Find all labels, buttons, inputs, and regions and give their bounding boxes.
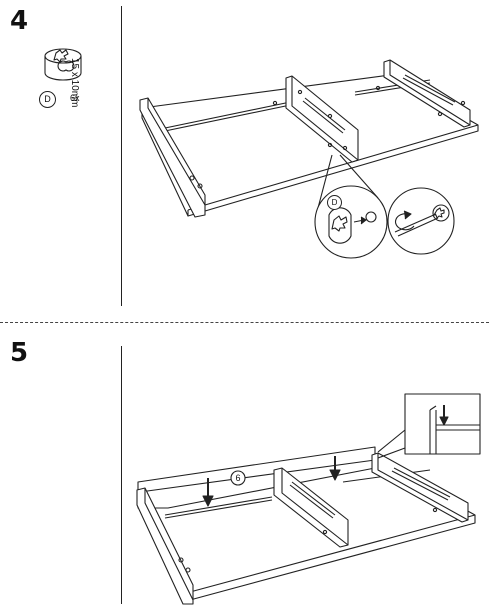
part-letter-badge: D <box>39 91 56 108</box>
cam-turn-detail <box>387 187 455 255</box>
part-quantity: 6x <box>70 93 80 103</box>
step-4-number: 4 <box>10 6 29 36</box>
step-4-base-panel <box>139 59 479 218</box>
cam-insert-detail <box>314 185 388 259</box>
step-5-back-panel <box>137 446 376 509</box>
step-divider-dashed <box>0 322 489 323</box>
step-5-inset-detail <box>377 393 481 459</box>
detail-callout-letter: D <box>327 195 342 210</box>
cam-lock-icon <box>44 48 82 81</box>
panel-label-circle <box>230 470 246 486</box>
step-4-divider <box>121 6 122 306</box>
step-5-divider <box>121 346 122 604</box>
step-5-number: 5 <box>10 338 29 368</box>
panel-label: 6 <box>235 473 241 483</box>
